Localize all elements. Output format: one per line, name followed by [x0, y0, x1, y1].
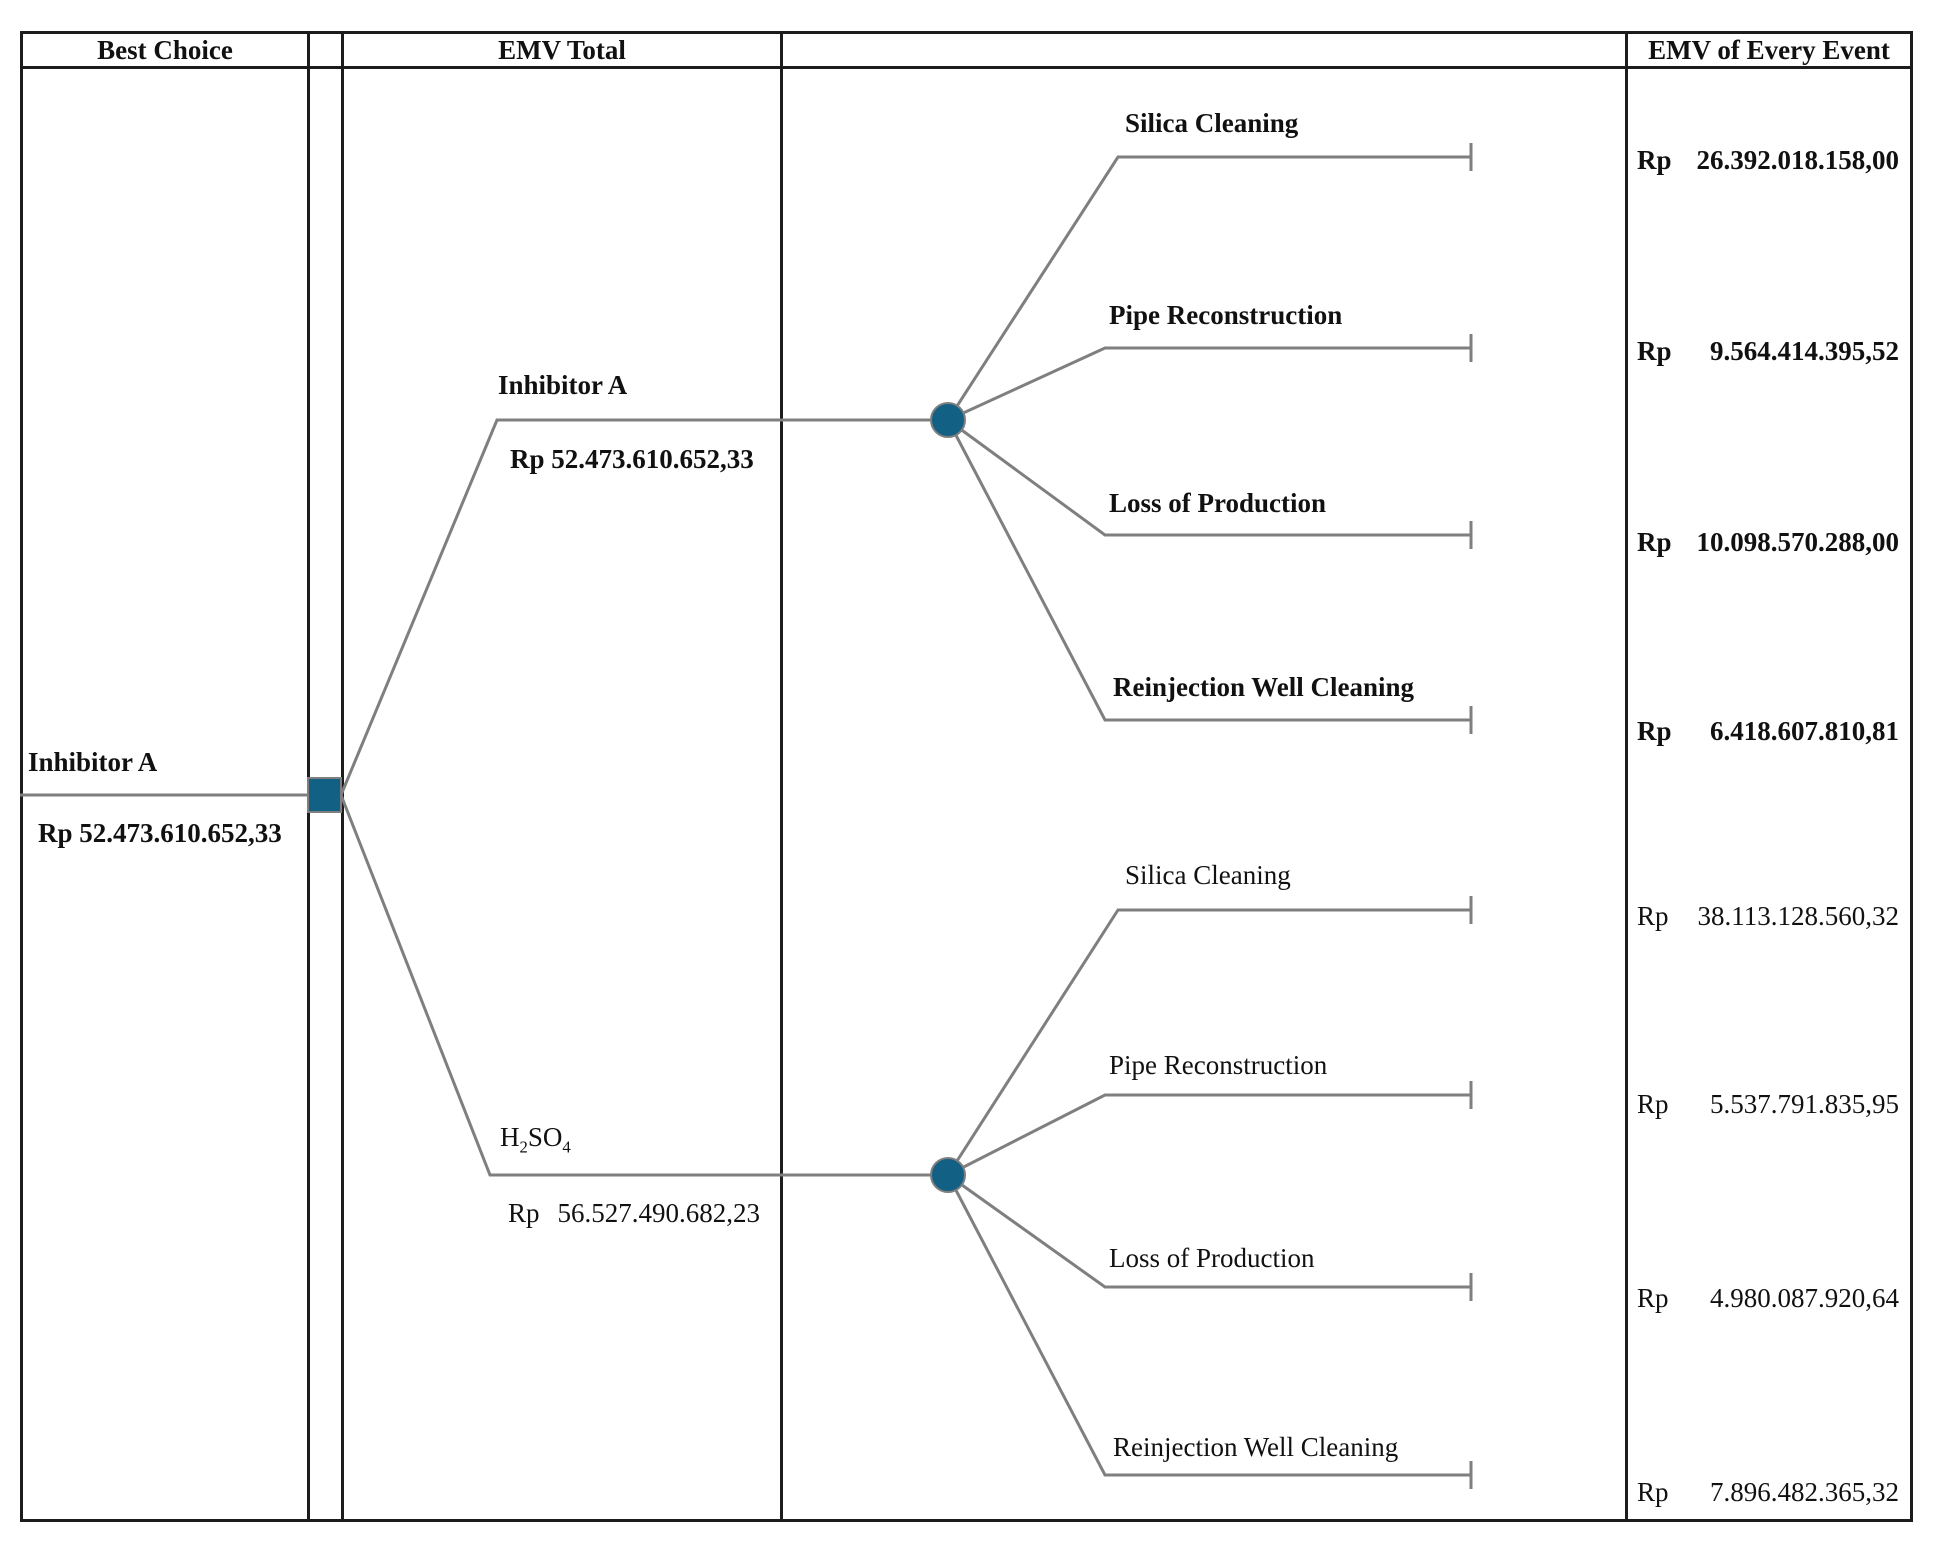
event-value-row: Rp 10.098.570.288,00: [1637, 527, 1899, 558]
header-underline: [20, 66, 1913, 69]
option-h2so4-label: H2SO4: [500, 1122, 571, 1157]
event-label: Loss of Production: [1109, 488, 1327, 518]
currency-prefix: Rp: [1637, 336, 1672, 366]
formula-so: SO: [527, 1122, 563, 1152]
chance-node-h2so4: [930, 1157, 966, 1193]
decision-node-square: [307, 777, 342, 813]
divider-best-choice: [307, 31, 310, 1522]
chance-node-inhibitor-a: [930, 402, 966, 438]
currency-prefix: Rp: [1637, 1283, 1669, 1313]
header-best-choice: Best Choice: [97, 35, 233, 65]
branch-up-reinjection: [946, 419, 1471, 722]
branch-inhibitor-a: [339, 418, 931, 796]
event-value-row: Rp 9.564.414.395,52: [1637, 336, 1899, 367]
currency-prefix: Rp: [1637, 527, 1672, 557]
branch-up-loss: [947, 418, 1471, 537]
event-value-row: Rp 38.113.128.560,32: [1637, 901, 1899, 932]
branch-lo-reinjection: [946, 1174, 1471, 1477]
event-value-row: Rp 4.980.087.920,64: [1637, 1283, 1899, 1314]
branch-h2so4: [339, 794, 931, 1177]
event-label: Reinjection Well Cleaning: [1113, 672, 1414, 702]
event-value-row: Rp 26.392.018.158,00: [1637, 145, 1899, 176]
currency-prefix: Rp: [1637, 716, 1672, 746]
event-label: Pipe Reconstruction: [1109, 1050, 1328, 1080]
currency-prefix: Rp: [1637, 901, 1669, 931]
best-choice-value: Rp 52.473.610.652,33: [38, 818, 282, 848]
event-amount: 9.564.414.395,52: [1710, 336, 1899, 366]
currency-prefix: Rp: [1637, 1477, 1669, 1507]
best-choice-label: Inhibitor A: [28, 747, 158, 777]
table-border-right: [1910, 31, 1913, 1522]
divider-emv-total: [780, 31, 783, 1522]
event-label: Silica Cleaning: [1125, 108, 1299, 138]
option-a-total: Rp 52.473.610.652,33: [510, 444, 754, 474]
event-value-row: Rp 6.418.607.810,81: [1637, 716, 1899, 747]
currency-prefix: Rp: [508, 1198, 540, 1228]
event-label: Loss of Production: [1109, 1243, 1315, 1273]
formula-sub-4: 4: [562, 1137, 571, 1157]
header-emv-total: EMV Total: [498, 35, 626, 65]
option-h2so4-total: Rp 56.527.490.682,23: [508, 1198, 760, 1229]
event-amount: 38.113.128.560,32: [1697, 901, 1900, 931]
divider-emv-event: [1625, 31, 1628, 1522]
event-amount: 7.896.482.365,32: [1710, 1477, 1899, 1507]
table-border-top: [20, 31, 1913, 34]
event-amount: 6.418.607.810,81: [1710, 716, 1899, 746]
header-emv-of-every-event: EMV of Every Event: [1648, 35, 1890, 65]
event-label: Pipe Reconstruction: [1109, 300, 1343, 330]
table-border-left: [20, 31, 23, 1522]
branch-lo-pipe: [947, 1093, 1471, 1177]
branch-lo-silica: [946, 908, 1471, 1176]
event-amount: 26.392.018.158,00: [1696, 145, 1900, 175]
currency-prefix: Rp: [1637, 1089, 1669, 1119]
event-label: Reinjection Well Cleaning: [1113, 1432, 1399, 1462]
event-label: Silica Cleaning: [1125, 860, 1291, 890]
tree-branches: [20, 143, 1473, 1489]
total-amount: 56.527.490.682,23: [557, 1198, 761, 1228]
branch-up-silica: [946, 155, 1471, 421]
event-amount: 5.537.791.835,95: [1710, 1089, 1899, 1119]
table-border-bottom: [20, 1519, 1913, 1522]
event-amount: 10.098.570.288,00: [1696, 527, 1900, 557]
divider-node-column: [341, 31, 344, 1522]
currency-prefix: Rp: [1637, 145, 1672, 175]
formula-sub-2: 2: [519, 1137, 528, 1157]
branch-up-pipe: [947, 346, 1471, 422]
event-value-row: Rp 7.896.482.365,32: [1637, 1477, 1899, 1508]
formula-h: H: [500, 1122, 520, 1152]
branch-lo-loss: [947, 1173, 1471, 1289]
option-a-label: Inhibitor A: [498, 370, 628, 400]
event-amount: 4.980.087.920,64: [1710, 1283, 1899, 1313]
event-value-row: Rp 5.537.791.835,95: [1637, 1089, 1899, 1120]
